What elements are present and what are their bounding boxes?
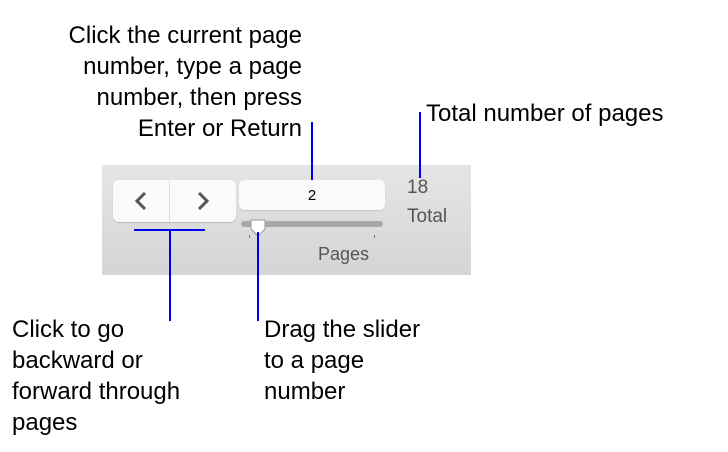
- callout-line: [311, 122, 313, 180]
- page-slider[interactable]: [241, 221, 383, 227]
- chevron-left-icon: [134, 191, 147, 211]
- page-nav-control: [113, 180, 236, 222]
- slider-thumb[interactable]: [249, 219, 267, 237]
- callout-line: [257, 232, 259, 321]
- slider-tick: [374, 235, 375, 238]
- slider-tick: [249, 235, 250, 238]
- callout-line: [169, 229, 171, 321]
- page-number-hint: Click the current page number, type a pa…: [68, 22, 302, 142]
- previous-page-button[interactable]: [113, 180, 169, 222]
- callout-line: [419, 112, 421, 178]
- nav-hint: Click to go backward or forward through …: [12, 316, 181, 436]
- slider-hint: Drag the slider to a page number: [264, 316, 421, 405]
- total-hint: Total number of pages: [426, 100, 664, 127]
- divider: [169, 180, 170, 222]
- total-count: 18: [407, 177, 429, 198]
- next-page-button[interactable]: [170, 180, 236, 222]
- chevron-right-icon: [197, 191, 210, 211]
- current-page-input[interactable]: 2: [239, 180, 385, 210]
- pages-label: Pages: [318, 244, 370, 264]
- total-label: Total: [407, 206, 448, 227]
